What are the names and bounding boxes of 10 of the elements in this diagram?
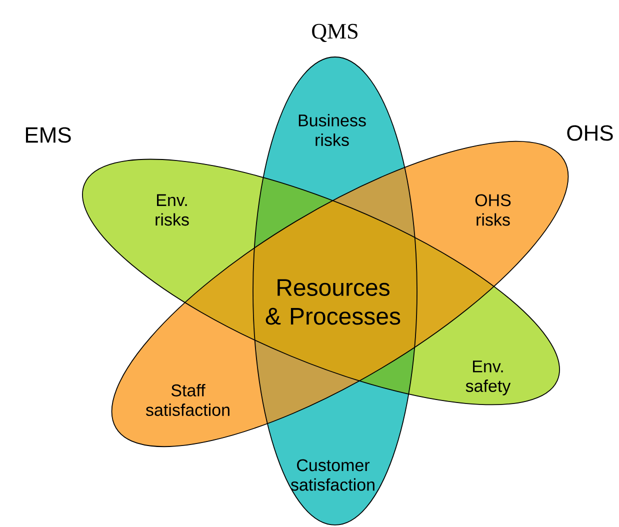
region-label: Business risks <box>298 114 366 146</box>
set-title: OHS <box>567 125 613 141</box>
region-label: Env. safety <box>466 360 511 396</box>
region-label: Env. risks <box>156 194 189 226</box>
region-label: Customer satisfaction <box>290 459 374 491</box>
centre-label: Resources & Processes <box>266 279 400 325</box>
region-label: OHS risks <box>475 194 511 226</box>
set-title: EMS <box>26 127 71 143</box>
region-label: Staff satisfaction <box>146 384 230 416</box>
set-title: QMS <box>312 24 358 42</box>
